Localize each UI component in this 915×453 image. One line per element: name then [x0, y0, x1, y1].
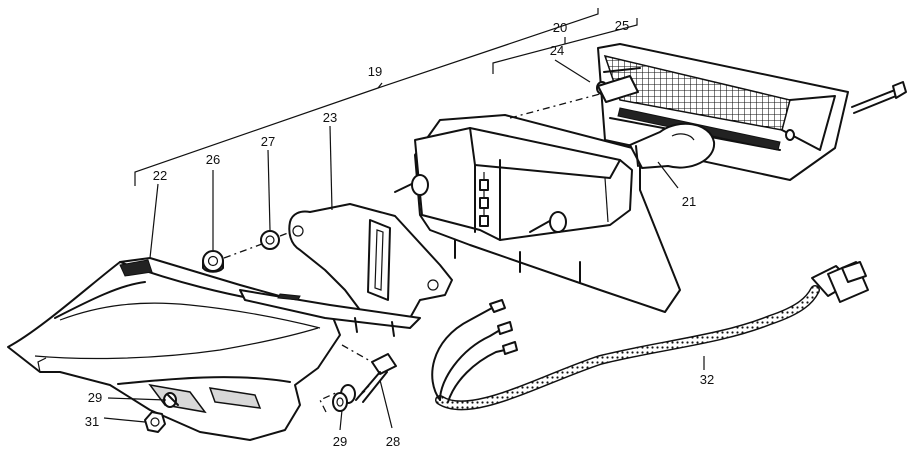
bracket-20: [492, 18, 638, 74]
callout-32: 32: [700, 372, 714, 387]
bulb-part-21: [629, 122, 716, 169]
callout-24: 24: [550, 43, 564, 58]
callout-20: 20: [553, 20, 567, 35]
axis-line-washers: [319, 391, 339, 413]
axis-line-lamp: [509, 93, 601, 119]
callout-19: 19: [368, 64, 382, 79]
bracket-plate-part: [239, 203, 453, 337]
callout-27: 27: [261, 134, 275, 149]
bulb-part-24: [597, 67, 641, 103]
nut-part-26: [202, 250, 224, 273]
rear-cover-part: [7, 257, 341, 441]
leader-lines: [103, 59, 705, 431]
callout-26: 26: [206, 152, 220, 167]
axis-line-nut: [223, 243, 263, 259]
callout-31: 31: [85, 414, 99, 429]
callout-29-left: 29: [88, 390, 102, 405]
callout-29-right: 29: [333, 434, 347, 449]
callout-28: 28: [386, 434, 400, 449]
callout-22: 22: [153, 168, 167, 183]
callout-21: 21: [682, 194, 696, 209]
axis-line-washer: [279, 229, 297, 237]
lens-screw: [851, 81, 907, 114]
screw-part-28: [355, 353, 397, 403]
wiring-harness-part: [431, 261, 869, 411]
washer-part-27: [260, 230, 280, 250]
bracket-19: [134, 8, 599, 186]
callout-labels: 19 20 21 22 23 24 25 26 27 28 29 29 31 3…: [85, 18, 714, 449]
axis-line-screw: [341, 344, 373, 363]
lamp-housing-part: [394, 114, 681, 313]
nut-part-31: [144, 411, 166, 433]
callout-25: 25: [615, 18, 629, 33]
callout-23: 23: [323, 110, 337, 125]
washers-part-29-right: [332, 384, 356, 412]
